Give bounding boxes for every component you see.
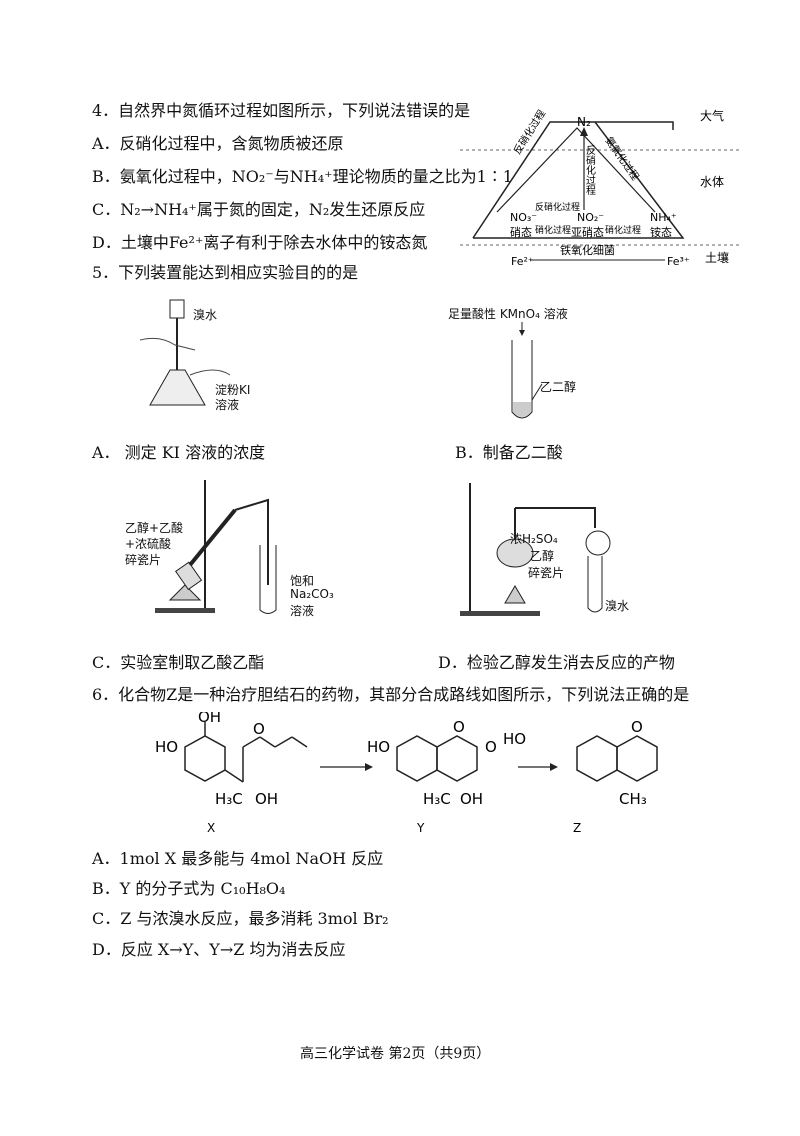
q5-stem: 5．下列装置能达到相应实验目的的是 xyxy=(92,263,359,282)
outer-triangle-base xyxy=(473,121,685,239)
nitrify-label-1: 硝化过程 xyxy=(535,224,571,236)
z-o-label: O xyxy=(631,718,643,736)
x-ho-label: HO xyxy=(155,738,178,756)
apparatus-c-ester xyxy=(155,480,277,614)
a-label-bromine-water: 溴水 xyxy=(193,308,218,322)
q4-option-c: C．N₂→NH₄⁺属于氮的固定，N₂发生还原反应 xyxy=(92,200,426,219)
q4-option-b: B．氨氧化过程中，NO₂⁻与NH₄⁺理论物质的量之比为1∶1 xyxy=(92,167,513,186)
c-label-reagents-2: +浓硫酸 xyxy=(125,537,172,551)
q6-option-d: D．反应 X→Y、Y→Z 均为消去反应 xyxy=(92,940,346,959)
apparatus-a-titration xyxy=(139,299,231,406)
no3-label: NO₃⁻ xyxy=(510,211,537,224)
q4-option-a: A．反硝化过程中，含氮物质被还原 xyxy=(92,134,344,153)
x-oh2-label: OH xyxy=(255,790,278,808)
n2-label: N₂ xyxy=(577,115,591,129)
no2-label: NO₂⁻ xyxy=(577,211,604,224)
x-oh-label: OH xyxy=(198,712,221,726)
c-label-na2co3: Na₂CO₃ xyxy=(290,587,334,601)
nitrogen-cycle-diagram: 大气 水体 土壤 N₂ 反硝化过程 反硝化过程 氨氧化过程 NO₃⁻ 硝态 NO… xyxy=(460,107,740,268)
fe2-label: Fe²⁺ xyxy=(511,255,534,268)
right-arrow-label: 氨氧化过程 xyxy=(603,134,642,182)
c-label-boiling-chips: 碎瓷片 xyxy=(125,553,162,567)
d-label-h2so4: 浓H₂SO₄ xyxy=(510,532,558,546)
d-label-boiling-chips: 碎瓷片 xyxy=(528,566,565,580)
apparatus-d-elimination xyxy=(460,483,611,616)
iron-bacteria-label: 铁氧化细菌 xyxy=(560,243,615,257)
y-o2-label: O xyxy=(485,738,497,756)
q4-stem: 4．自然界中氮循环过程如图所示，下列说法错误的是 xyxy=(92,101,471,120)
y-benzene-ring xyxy=(396,735,438,782)
b-label-ethylene-glycol: 乙二醇 xyxy=(540,380,577,394)
layer-air-label: 大气 xyxy=(700,108,724,123)
inner-triangle xyxy=(496,127,656,213)
y-lactone-ring xyxy=(436,735,478,782)
compound-x-label: X xyxy=(207,821,215,835)
q6-option-b: B．Y 的分子式为 C₁₀H₈O₄ xyxy=(92,879,286,898)
b-label-kmno4: 足量酸性 KMnO₄ 溶液 xyxy=(448,307,568,321)
q4-option-d: D．土壤中Fe²⁺离子有利于除去水体中的铵态氮 xyxy=(92,233,428,252)
x-benzene-ring xyxy=(184,735,226,782)
denitrify-label: 反硝化过程 xyxy=(535,201,580,213)
y-ho-label: HO xyxy=(367,738,390,756)
q5-option-d: D．检验乙醇发生消去反应的产物 xyxy=(438,653,675,672)
q5-option-a: A． 测定 KI 溶液的浓度 xyxy=(92,443,266,462)
page-footer: 高三化学试卷 第2页（共9页） xyxy=(300,1046,491,1062)
no3-name: 硝态 xyxy=(510,226,532,239)
no2-name: 亚硝态 xyxy=(571,226,604,239)
left-arrow-label: 反硝化过程 xyxy=(511,107,549,156)
z-benzene-ring xyxy=(576,735,618,782)
z-ch3-label: CH₃ xyxy=(619,790,647,808)
a-label-solution: 溶液 xyxy=(215,398,240,412)
outer-triangle-left xyxy=(472,121,674,239)
q5-option-b: B．制备乙二酸 xyxy=(455,443,563,462)
x-h3c-label: H₃C xyxy=(215,790,243,808)
center-arrow-label: 反硝化过程 xyxy=(584,145,596,195)
c-label-reagents-1: 乙醇+乙酸 xyxy=(125,521,184,535)
a-label-starch-ki: 淀粉KI xyxy=(215,383,251,397)
q6-option-a: A．1mol X 最多能与 4mol NaOH 反应 xyxy=(92,849,384,868)
q5-option-c: C．实验室制取乙酸乙酯 xyxy=(92,653,265,672)
x-o-label: O xyxy=(253,720,265,738)
layer-water-label: 水体 xyxy=(700,175,724,189)
nitrify-label-2: 硝化过程 xyxy=(605,224,641,236)
compound-y-label: Y xyxy=(416,821,425,835)
compound-z-label: Z xyxy=(573,821,581,835)
layer-soil-label: 土壤 xyxy=(705,250,729,265)
nh4-name: 铵态 xyxy=(650,225,672,239)
synthesis-route: HO OH O H₃C OH X HO O O H₃C OH Y HO O CH… xyxy=(155,712,658,835)
d-label-ethanol: 乙醇 xyxy=(530,549,555,563)
apparatus-b-test-tube xyxy=(511,322,543,419)
y-o-label: O xyxy=(453,718,465,736)
d-label-bromine-water: 溴水 xyxy=(605,599,630,613)
y-h3c-label: H₃C xyxy=(423,790,451,808)
c-label-solution: 溶液 xyxy=(290,604,315,618)
nh4-label: NH₄⁺ xyxy=(650,211,677,224)
q6-stem: 6．化合物Z是一种治疗胆结石的药物，其部分合成路线如图所示，下列说法正确的是 xyxy=(92,685,690,704)
fe3-label: Fe³⁺ xyxy=(667,255,690,268)
z-pyrone-ring xyxy=(616,735,658,782)
q6-option-c: C．Z 与浓溴水反应，最多消耗 3mol Br₂ xyxy=(92,909,389,928)
c-label-saturated: 饱和 xyxy=(290,574,315,588)
y-oh-label: OH xyxy=(460,790,483,808)
z-ho-label: HO xyxy=(503,730,526,748)
